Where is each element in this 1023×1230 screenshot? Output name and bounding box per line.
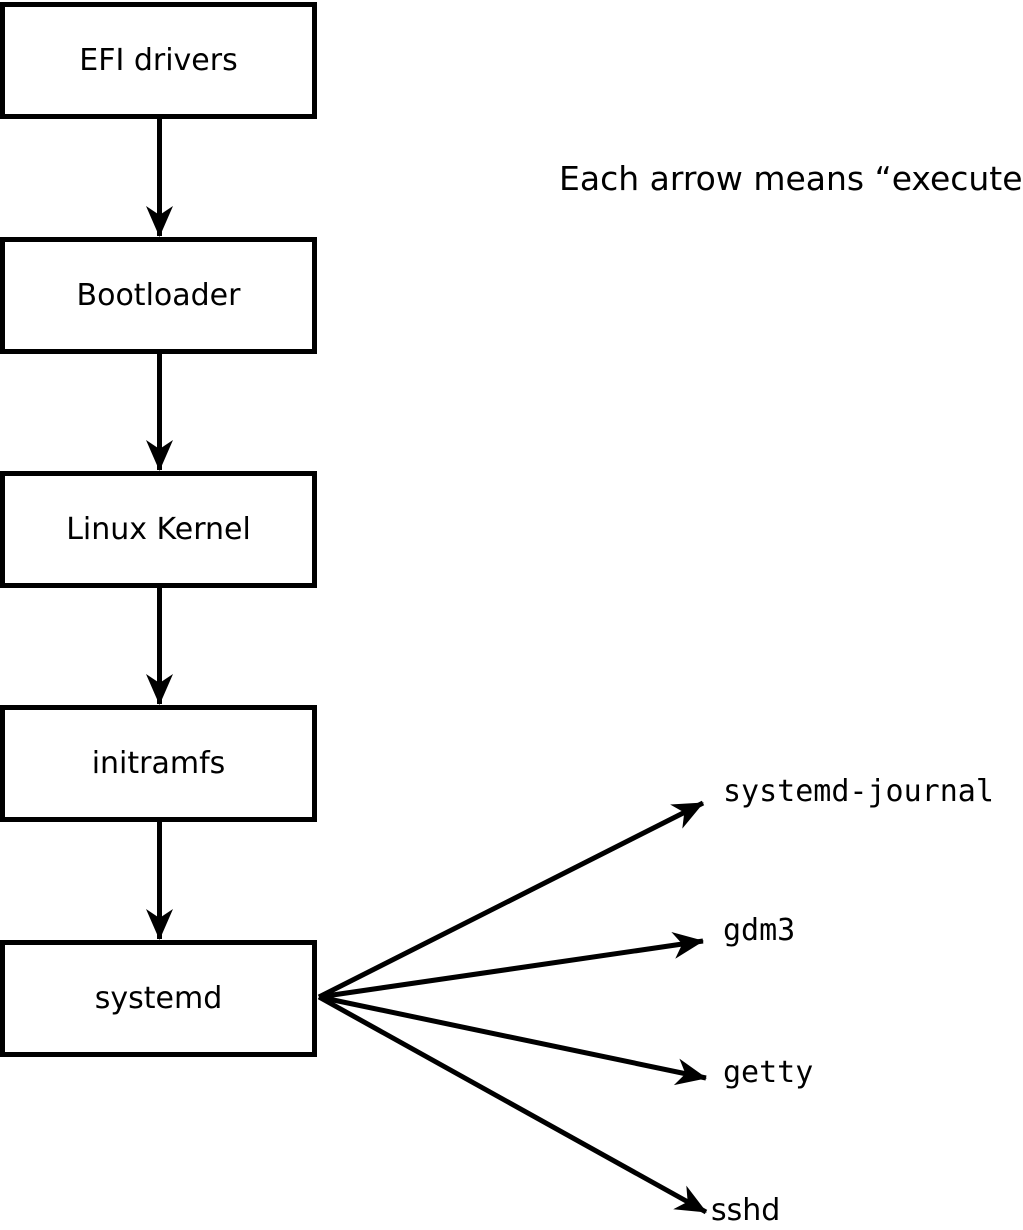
node-bootloader: Bootloader xyxy=(0,237,317,354)
arrow-systemd-to-systemd-journal xyxy=(317,800,705,1000)
arrow-systemd-to-sshd xyxy=(317,994,708,1215)
node-linux-kernel: Linux Kernel xyxy=(0,471,317,588)
node-label: systemd xyxy=(94,980,223,1016)
node-systemd: systemd xyxy=(0,940,317,1057)
arrow-legend-note: Each arrow means “executes”. xyxy=(559,159,1023,198)
node-efi-drivers: EFI drivers xyxy=(0,2,317,119)
arrow-systemd-to-gdm3 xyxy=(318,931,704,1000)
proc-label-getty: getty xyxy=(723,1055,814,1090)
proc-label-gdm3: gdm3 xyxy=(723,913,796,948)
arrow-systemd-to-getty xyxy=(318,994,707,1086)
node-label: initramfs xyxy=(91,745,226,781)
node-initramfs: initramfs xyxy=(0,705,317,822)
proc-label-sshd: sshd xyxy=(711,1193,781,1228)
proc-label-systemd-journal: systemd-journal xyxy=(723,774,994,809)
node-label: Bootloader xyxy=(76,277,241,313)
node-label: EFI drivers xyxy=(79,42,238,78)
node-label: Linux Kernel xyxy=(66,511,251,547)
